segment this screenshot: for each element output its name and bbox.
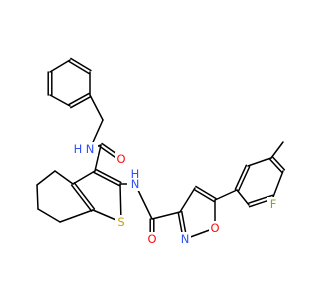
bond-b3-b4-b [68, 92, 90, 106]
bond-co1-c3 [94, 144, 102, 172]
bond-a3-me [270, 141, 284, 159]
bond-i4-i5-a [193, 188, 215, 203]
molecule-structure: N H O H N S O N O F [36, 57, 286, 246]
o-isoxazole-label: O [210, 221, 219, 235]
bond-h5-h6 [36, 184, 39, 210]
bond-b3-b4-a [70, 95, 92, 109]
atom-n-isoxazole: N [179, 232, 191, 246]
bond-a3-a4-a [268, 158, 283, 173]
n-amide-mid-label: N [131, 177, 140, 191]
bond-b4-ch2 [89, 94, 104, 121]
bond-a5-a6-a [247, 194, 274, 205]
bond-b6-b1 [49, 59, 71, 73]
bond-a2-a3 [247, 157, 272, 167]
bond-a6-a1 [236, 189, 250, 206]
bond-a4-a5 [272, 170, 284, 198]
bond-i4-i5-b [195, 185, 217, 200]
bond-h6-h7 [37, 208, 61, 223]
bond-b5-b6-b [68, 60, 90, 75]
bond-b5-b6-a [70, 57, 92, 72]
s-thiophene-label: S [117, 215, 124, 229]
n-amide-top-h: H [74, 142, 83, 156]
n-amide-mid-h: H [131, 167, 140, 181]
bond-c2-c3-a [95, 168, 122, 184]
bond-c3-c3a [72, 170, 96, 185]
bond-a1-a2-b [234, 164, 248, 191]
atom-n-amide-top: N H [72, 142, 98, 156]
bond-a1-a2-a [237, 165, 251, 192]
f-fluoro-label: F [270, 197, 277, 211]
bond-c3a-h4 [54, 170, 74, 185]
atom-f-fluoro: F [267, 197, 279, 211]
o-amide-top-label: O [116, 152, 125, 166]
bond-a3-a4-b [271, 156, 286, 171]
bond-co2-i3 [151, 211, 181, 220]
bond-h4-h5 [36, 170, 56, 186]
atom-label-layer: N H O H N S O N O F [72, 142, 279, 246]
bond-i5-a1 [214, 189, 238, 201]
bond-c3a-c7a-b [73, 182, 96, 210]
o-amide-bottom-label: O [147, 232, 156, 246]
bond-c2-c3-b [93, 171, 120, 187]
n-isoxazole-label: N [181, 232, 190, 246]
bond-c3a-c7a-a [70, 184, 93, 212]
atom-s-thiophene: S [115, 215, 127, 229]
atom-o-amide-top: O [115, 152, 127, 166]
n-amide-top-label: N [86, 142, 95, 156]
atom-o-isoxazole: O [209, 221, 221, 235]
bond-h7-c7a [59, 209, 94, 223]
atom-n-amide-mid: H N [127, 167, 143, 191]
bond-b2-b3 [49, 94, 71, 107]
bond-i3-i4 [179, 187, 196, 213]
atom-o-amide-bottom: O [146, 232, 158, 246]
